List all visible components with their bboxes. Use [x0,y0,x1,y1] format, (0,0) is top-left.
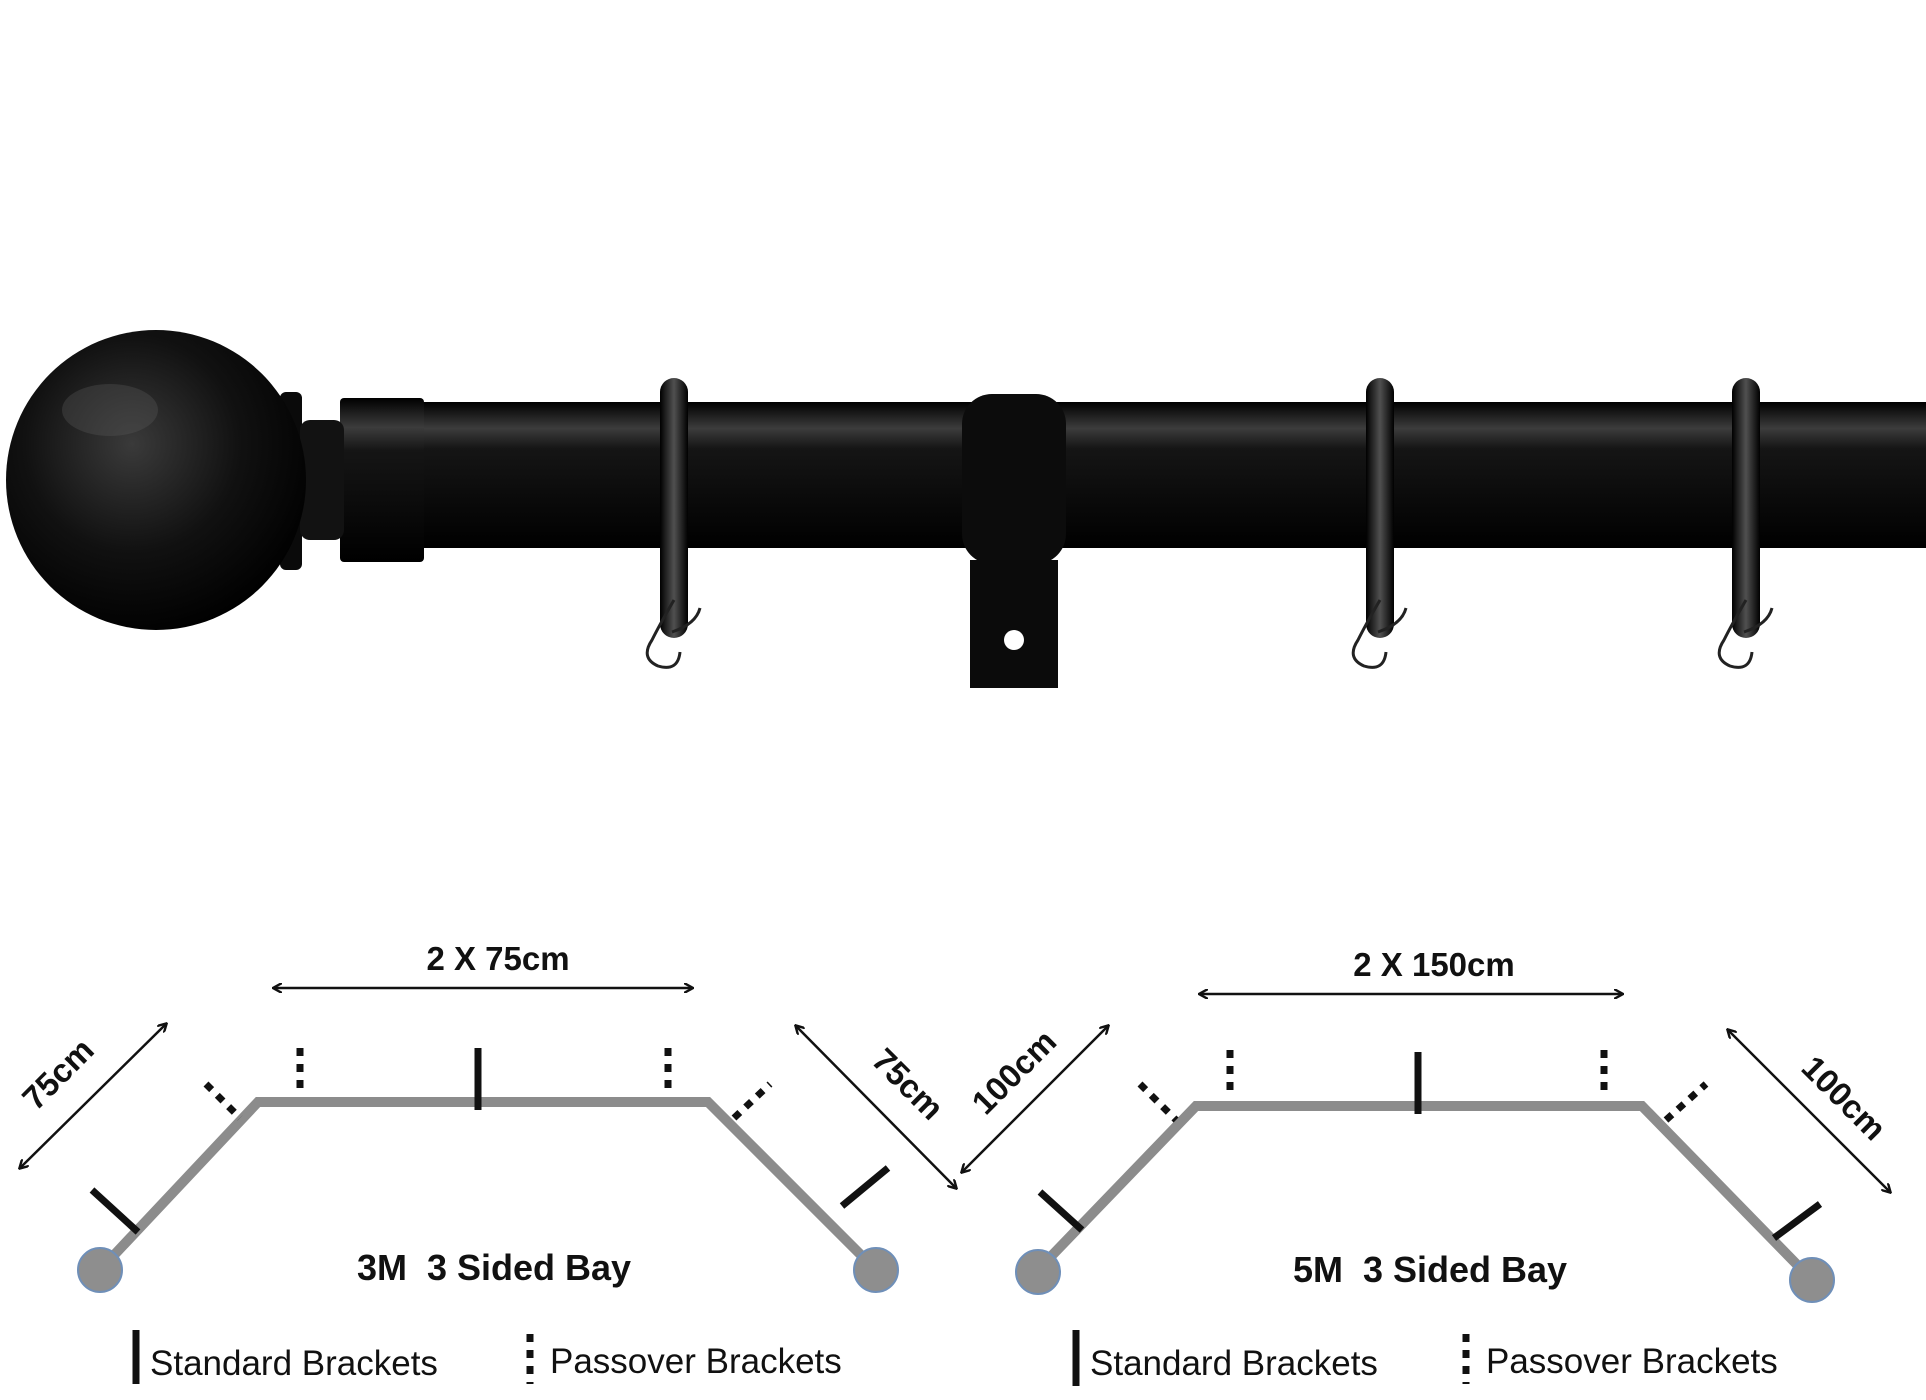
standard-bracket-marker [1771,1201,1823,1241]
right-dimension-label: 100cm [1795,1048,1894,1147]
left-dimension-label: 100cm [964,1022,1063,1121]
passover-bracket-marker [731,1081,773,1121]
center-dimension-label: 2 X 75cm [426,940,569,977]
standard-bracket-marker [839,1165,891,1209]
dimension-arrow-right [1728,1030,1890,1192]
standard-bracket-marker [89,1187,141,1235]
legend-standard-label: Standard Brackets [1090,1344,1378,1383]
legend: Standard Brackets Passover Brackets [132,1330,842,1384]
bay-diagram-3m: 2 X 75cm 75cm 75cm 3M 3 Sided Bay Standa… [15,940,956,1384]
finial-dot-right [1789,1257,1835,1303]
passover-bracket-marker [1663,1081,1709,1123]
pole-end-sleeve [340,398,424,562]
finial-neck [300,420,344,540]
legend: Standard Brackets Passover Brackets [1072,1330,1778,1386]
bay-title: 3M 3 Sided Bay [357,1247,631,1288]
ball-finial [6,330,306,630]
curtain-ring-2 [1351,378,1408,669]
center-dimension-label: 2 X 150cm [1353,946,1514,983]
bracket-screw-hole [1004,630,1024,650]
finial-dot-left [1015,1249,1061,1295]
curtain-pole-illustration [6,330,1926,688]
bay-diagram-5m: 2 X 150cm 100cm 100cm 5M 3 Sided Bay Sta… [962,946,1894,1386]
standard-bracket-marker [1037,1189,1085,1233]
bay-pole-line [96,1097,880,1274]
dimension-arrow-left [962,1026,1108,1172]
left-dimension-label: 75cm [15,1031,101,1117]
dimension-arrow-left [20,1024,166,1168]
passover-bracket-marker [1137,1081,1179,1123]
curtain-ring-1 [645,378,702,669]
pole-rod [420,402,1926,548]
ball-finial-highlight [62,384,158,436]
dimension-arrow-right [796,1026,956,1188]
legend-passover-label: Passover Brackets [1486,1342,1778,1381]
bay-title: 5M 3 Sided Bay [1293,1249,1567,1290]
legend-standard-label: Standard Brackets [150,1344,438,1383]
passover-bracket-marker [203,1081,243,1121]
legend-passover-label: Passover Brackets [550,1342,842,1381]
right-dimension-label: 75cm [865,1041,951,1127]
wall-bracket [962,394,1066,688]
finial-dot-left [77,1247,123,1293]
finial-dot-right [853,1247,899,1293]
curtain-ring-3 [1717,378,1774,669]
